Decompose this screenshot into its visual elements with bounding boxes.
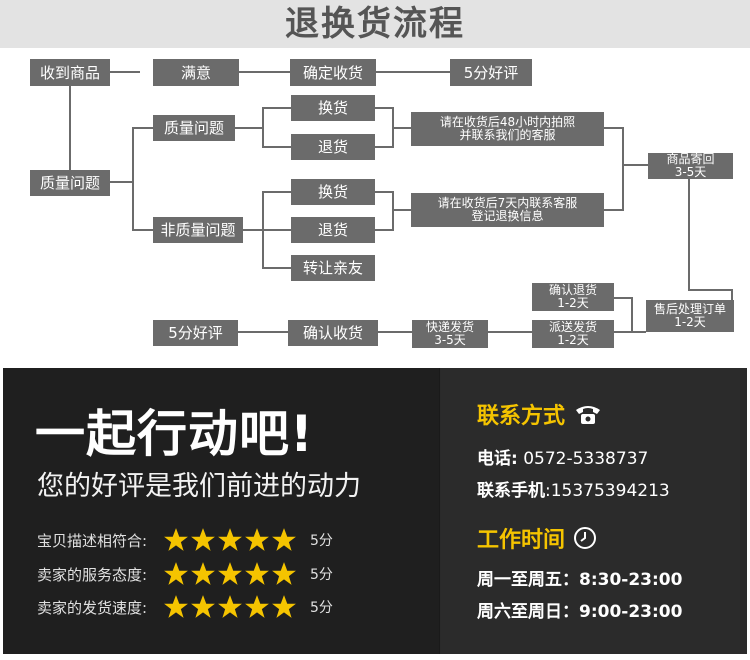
after-sales-duration: 1-2天: [674, 315, 706, 329]
promo-banner: 一起行动吧! 您的好评是我们前进的动力 宝贝描述相符合: 5分 卖家的服务态度:: [3, 368, 747, 654]
node-five-star-bottom: 5分好评: [153, 320, 238, 346]
quality-note-line-1: 请在收货后48小时内拍照: [439, 115, 576, 129]
mobile-value: :15375394213: [545, 481, 670, 501]
node-nonquality-exchange: 换货: [291, 179, 375, 205]
phone-line: 电话: 0572-5338737: [477, 444, 648, 469]
star-rating: [163, 561, 298, 587]
star-icon: [191, 528, 215, 551]
nonquality-note-line-1: 请在收货后7天内联系客服: [437, 196, 578, 210]
rating-score: 5分: [310, 533, 333, 549]
slogan: 一起行动吧!: [35, 405, 314, 463]
contact-heading: 联系方式: [477, 398, 603, 430]
node-quality-return: 退货: [291, 134, 375, 160]
node-quality-note: 请在收货后48小时内拍照 并联系我们的客服: [411, 112, 604, 146]
node-reship: 派送发货 1-2天: [532, 320, 614, 348]
star-icon: [245, 562, 269, 585]
sub-slogan: 您的好评是我们前进的动力: [37, 471, 361, 502]
mobile-label: 联系手机: [477, 481, 545, 501]
flow-connectors: [69, 71, 733, 333]
node-nonquality-return: 退货: [291, 217, 375, 243]
star-icon: [218, 562, 242, 585]
rating-label: 卖家的发货速度:: [37, 598, 148, 617]
node-confirm-refund: 确认退货 1-2天: [532, 283, 614, 311]
node-nonquality-note: 请在收货后7天内联系客服 登记退换信息: [411, 193, 604, 227]
rating-row-service: 卖家的服务态度: 5分: [37, 559, 333, 589]
after-sales-label: 售后处理订单: [653, 302, 726, 316]
phone-label: 电话:: [477, 449, 518, 469]
node-transfer-friends: 转让亲友: [291, 255, 375, 281]
reship-duration: 1-2天: [557, 333, 589, 347]
star-rating: [163, 594, 298, 620]
node-nonquality-branch: 非质量问题: [153, 217, 243, 243]
star-rating: [163, 527, 298, 553]
hours-title: 工作时间: [477, 528, 566, 553]
node-send-back: 商品寄回 3-5天: [648, 153, 733, 179]
rating-row-shipping: 卖家的发货速度: 5分: [37, 592, 333, 622]
express-duration: 3-5天: [434, 333, 466, 347]
star-icon: [191, 562, 215, 585]
node-received: 收到商品: [30, 59, 110, 86]
mobile-line: 联系手机:15375394213: [477, 476, 670, 501]
title-band: [0, 0, 750, 48]
node-quality-exchange: 换货: [291, 95, 375, 121]
star-icon: [218, 595, 242, 618]
rating-panel: 一起行动吧! 您的好评是我们前进的动力 宝贝描述相符合: 5分 卖家的服务态度:: [3, 368, 441, 654]
node-quality-branch: 质量问题: [153, 115, 235, 141]
weekday-hours: 周一至周五：8:30-23:00: [477, 570, 683, 590]
star-icon: [191, 595, 215, 618]
star-icon: [272, 528, 296, 551]
node-satisfied: 满意: [153, 59, 239, 86]
send-back-duration: 3-5天: [674, 165, 707, 179]
rating-label: 宝贝描述相符合:: [37, 531, 148, 550]
star-icon: [245, 595, 269, 618]
rating-score: 5分: [310, 600, 333, 616]
phone-icon: [576, 406, 601, 424]
reship-label: 派送发货: [548, 320, 597, 334]
weekend-hours: 周六至周日：9:00-23:00: [477, 602, 683, 622]
express-label: 快递发货: [425, 320, 474, 334]
star-icon: [218, 528, 242, 551]
star-icon: [272, 562, 296, 585]
send-back-label: 商品寄回: [666, 152, 715, 166]
rating-row-description: 宝贝描述相符合: 5分: [37, 525, 333, 555]
contact-title: 联系方式: [477, 404, 566, 429]
node-express: 快递发货 3-5天: [412, 320, 488, 348]
node-quality-issue: 质量问题: [30, 170, 110, 196]
contact-panel: 联系方式 电话: 0572-5338737 联系手机:15375394213 工…: [441, 368, 747, 654]
nonquality-note-line-2: 登记退换信息: [471, 209, 544, 223]
confirm-refund-label: 确认退货: [548, 283, 597, 297]
hours-heading: 工作时间: [477, 522, 597, 554]
quality-note-line-2: 并联系我们的客服: [459, 128, 556, 142]
star-icon: [164, 595, 188, 618]
node-after-sales: 售后处理订单 1-2天: [646, 300, 734, 332]
phone-value: 0572-5338737: [517, 449, 649, 469]
clock-icon: [574, 527, 597, 549]
page-title: 退换货流程: [285, 4, 465, 44]
confirm-refund-duration: 1-2天: [557, 296, 589, 310]
rating-label: 卖家的服务态度:: [37, 565, 148, 584]
rating-score: 5分: [310, 567, 333, 583]
node-confirm-receipt-bottom: 确认收货: [288, 320, 378, 346]
star-icon: [245, 528, 269, 551]
star-icon: [272, 595, 296, 618]
star-icon: [164, 562, 188, 585]
node-confirm-receipt-top: 确定收货: [290, 59, 376, 86]
star-icon: [164, 528, 188, 551]
node-five-star-top: 5分好评: [450, 59, 532, 86]
